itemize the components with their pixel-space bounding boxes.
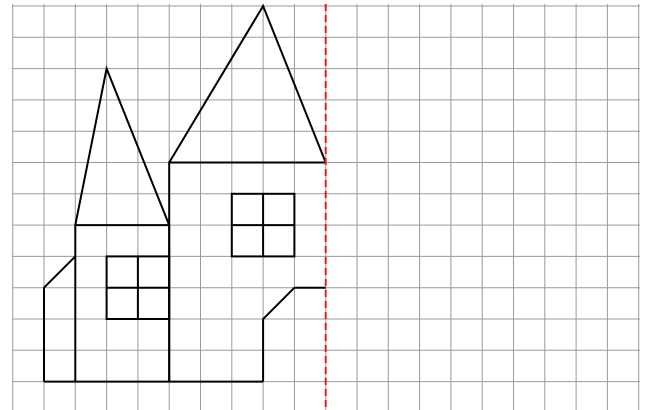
left-tower-roof (75, 69, 169, 226)
right-tower-body (169, 163, 326, 382)
right-tower-roof (169, 6, 326, 163)
left-tower-body (75, 225, 169, 382)
